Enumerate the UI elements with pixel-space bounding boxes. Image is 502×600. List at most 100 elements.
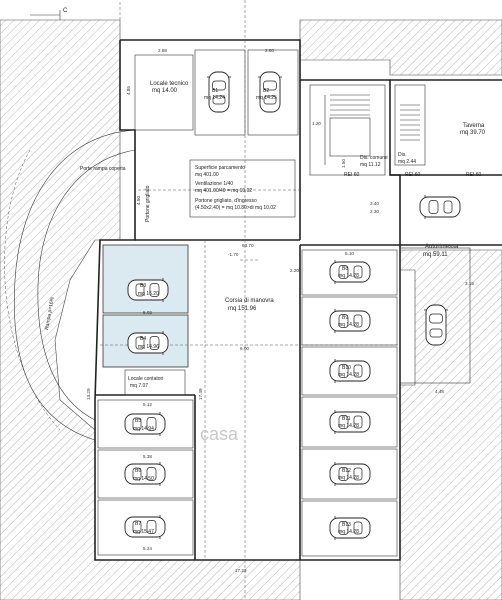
dim-220: 2.20: [290, 268, 299, 273]
stall-labels: B1 mq 14.24 B2 mq 14.25 B3 mq 15.20 B4 m…: [133, 88, 359, 535]
stall-id-b1: B1: [212, 88, 218, 94]
stall-area-b11: mq 14.28: [338, 423, 359, 429]
stall-id-b13: B13: [342, 522, 351, 528]
highlighted-stalls: [102, 244, 189, 368]
note-rei-a: REI 60: [344, 172, 360, 178]
dim-150: 1.50: [341, 159, 346, 168]
dim-1329: 13.29: [86, 388, 91, 400]
stall-area-b2: mq 14.25: [256, 95, 277, 101]
locale-contatori-room: [124, 369, 186, 396]
taverna-area: mq 39.70: [460, 130, 486, 136]
note-superficie-1: Superficie parcamento: [195, 165, 245, 171]
stall-id-b3: B3: [140, 283, 146, 289]
locale-contatori-area: mq 7.07: [130, 383, 148, 389]
dim-1723: 17.23: [235, 568, 247, 573]
note-ventilazione-2: mq 401.00/40 = mq 10.02: [195, 188, 252, 194]
dim-elevation: 93.70: [242, 243, 254, 248]
car-b1-icon: [206, 71, 232, 113]
dim-485: 4.85: [126, 86, 131, 95]
stall-area-b12: mq 14.28: [338, 475, 359, 481]
car-b9-icon: [329, 308, 371, 334]
stall-id-b10: B10: [342, 365, 351, 371]
dim-512: 5.12: [143, 402, 152, 407]
dim-510: 5.10: [345, 251, 354, 256]
stall-area-b1: mq 14.24: [204, 95, 225, 101]
stairs: [324, 94, 420, 165]
car-b8-icon: [329, 259, 371, 285]
note-superficie-2: mq 401.00: [195, 172, 219, 178]
stall-area-b9: mq 14.28: [338, 322, 359, 328]
car-b6-icon: [124, 461, 166, 487]
autorimessa-name: Autorimessa: [425, 244, 459, 250]
dis-name: Dis.: [398, 152, 407, 158]
stall-id-b2: B2: [263, 88, 269, 94]
dim-502: 5.02: [143, 310, 152, 315]
note-portone-1: Portone grigliato, d'ingresso: [195, 198, 257, 204]
stall-id-b8: B8: [342, 266, 348, 272]
dim-538: 5.38: [143, 454, 152, 459]
autorimessa-area: mq 59.11: [423, 252, 448, 258]
car-b2-icon: [257, 71, 283, 113]
stall-id-b12: B12: [342, 468, 351, 474]
note-rampa: Rampa p=16%: [44, 296, 56, 330]
stall-area-b8: mq 14.28: [338, 273, 359, 279]
dim-1749: 17.49: [198, 388, 203, 400]
section-marker: C: [63, 8, 68, 14]
dim-120: 1.20: [312, 121, 321, 126]
stall-area-b5: mq 14.94: [133, 426, 154, 432]
dim-230: 2.30: [370, 209, 379, 214]
stall-area-b10: mq 14.28: [338, 372, 359, 378]
autorimessa-room: [399, 247, 471, 384]
dim-448: 4.48: [435, 389, 444, 394]
right-stall-outlines: [301, 249, 398, 557]
watermark-text: casa: [200, 424, 239, 444]
corsia-name: Corsia di manovra: [225, 298, 274, 304]
car-b7-icon: [124, 514, 166, 540]
dim-450: 4.50: [136, 196, 141, 205]
stall-id-b11: B11: [342, 416, 351, 422]
dis-area: mq 2.44: [398, 159, 416, 165]
dim-340: 3.40: [370, 201, 379, 206]
stall-area-b13: mq 14.28: [338, 529, 359, 535]
car-b5-icon: [124, 411, 166, 437]
dim-280: 2.80: [265, 48, 274, 53]
car-taverna-icon: [419, 194, 461, 220]
stall-area-b6: mq 14.50: [133, 476, 154, 482]
car-b13-icon: [329, 515, 371, 541]
locale-contatori-name: Locale contatori: [128, 376, 163, 382]
note-portone-grigliato: Portone grigliato: [145, 185, 151, 222]
dis-comune-name: Dis. comune: [360, 155, 388, 161]
note-rei-b: REI 60: [405, 172, 421, 178]
note-rei-c: REI 60: [466, 172, 482, 178]
stall-id-b6: B6: [135, 468, 141, 474]
ramp: [4, 0, 136, 441]
stall-id-b4: B4: [140, 336, 146, 342]
corsia-area: mq 151.96: [228, 306, 257, 312]
car-b3-icon: [127, 277, 169, 303]
dim-524: 5.24: [143, 546, 152, 551]
stall-area-b7: mq 15.47: [133, 529, 154, 535]
car-b11-icon: [329, 409, 371, 435]
dimension-labels: 2.88 2.80 4.85 1.20 1.50 4.50 5.02 5.12 …: [63, 8, 474, 573]
stall-id-b9: B9: [342, 315, 348, 321]
dim-level: -1.70: [228, 252, 239, 257]
car-b12-icon: [329, 461, 371, 487]
locale-tecnico-name: Locale tecnico: [150, 81, 189, 87]
dis-comune-area: mq 11.12: [360, 162, 381, 168]
stall-area-b3: mq 15.20: [138, 291, 159, 297]
stall-area-b4: mq 14.96: [138, 344, 159, 350]
notes: Superficie parcamento mq 401.00 Ventilaz…: [44, 159, 482, 444]
note-porte-rampa: Porte rampa coperta: [80, 166, 126, 172]
car-b4-icon: [127, 330, 169, 356]
ventilation-box: [189, 159, 296, 218]
stall-id-b7: B7: [135, 521, 141, 527]
left-stall-outlines: [97, 399, 194, 556]
car-autorimessa-icon: [423, 304, 449, 346]
stall-id-b5: B5: [135, 418, 141, 424]
note-ventilazione-1: Ventilazione 1/40: [195, 181, 233, 187]
dim-600: 6.00: [240, 346, 249, 351]
taverna-name: Taverna: [463, 123, 485, 129]
note-portone-2: (4.50x2.40) = mq 10.80>di mq 10.02: [195, 205, 276, 211]
room-labels: Locale tecnico mq 14.00 Taverna mq 39.70…: [128, 81, 486, 389]
